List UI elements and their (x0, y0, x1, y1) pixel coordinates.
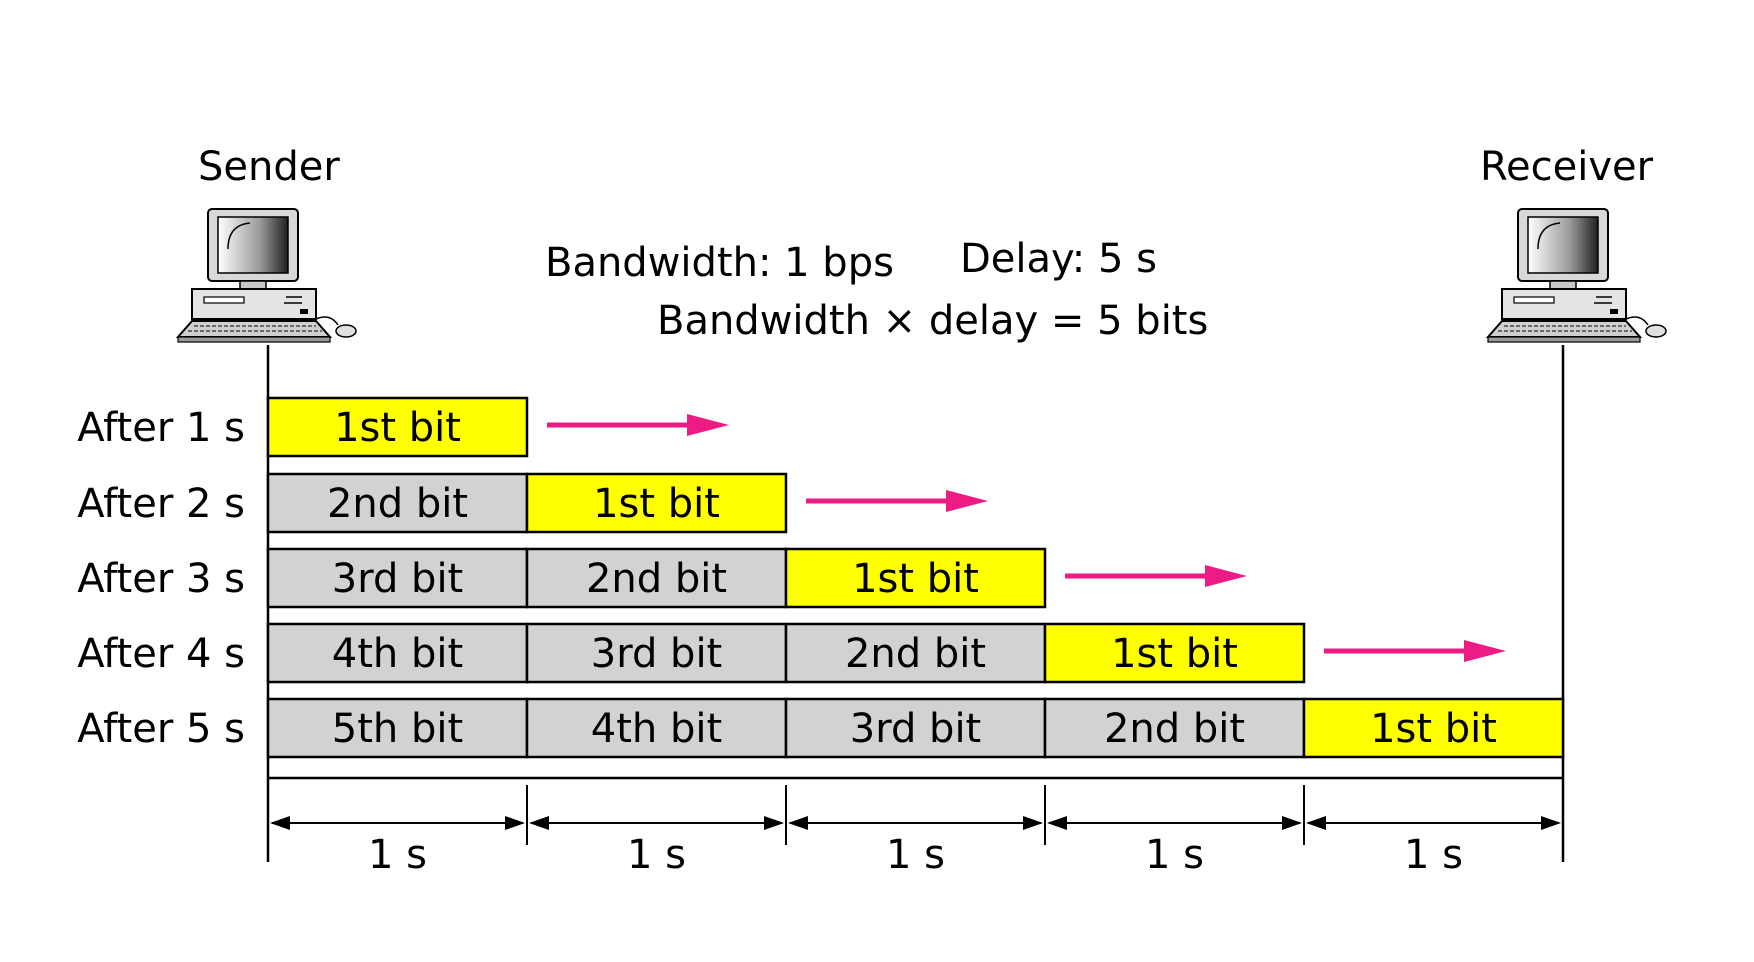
bit-cell (784, 622, 1047, 684)
bit-row: After 1 s 1st bit (77, 396, 529, 458)
time-segment: 1 s (785, 785, 1043, 878)
bit-cell (266, 622, 529, 684)
leading-bit-cell (525, 472, 788, 534)
bandwidth-delay-product: Bandwidth × delay = 5 bits (657, 298, 1209, 344)
bit-label: 1st bit (852, 556, 979, 602)
time-segment-label: 1 s (1145, 832, 1204, 878)
bit-cell (525, 622, 788, 684)
bit-row: After 2 s 2nd bit 1st bit (77, 472, 788, 534)
delay-label: Delay: 5 s (960, 236, 1157, 282)
bit-label: 5th bit (332, 706, 463, 752)
bit-label: 2nd bit (845, 631, 986, 677)
bit-label: 1st bit (593, 481, 720, 527)
bit-label: 2nd bit (586, 556, 727, 602)
bit-label: 1st bit (1111, 631, 1238, 677)
right-arrow-icon (1065, 565, 1247, 587)
sender-computer-icon (177, 208, 357, 343)
bit-label: 4th bit (332, 631, 463, 677)
receiver-label: Receiver (1480, 144, 1654, 190)
bit-row: After 5 s 5th bit 4th bit 3rd bit 2nd bit 1st… (77, 697, 1565, 759)
time-segment-label: 1 s (886, 832, 945, 878)
time-scale: 1 s 1 s 1 s 1 s 1 s (267, 785, 1564, 878)
bandwidth-label: Bandwidth: 1 bps (545, 240, 894, 286)
leading-bit-cell (266, 396, 529, 458)
row-time-label: After 5 s (77, 706, 245, 752)
bit-label: 4th bit (591, 706, 722, 752)
time-segment: 1 s (267, 785, 525, 878)
leading-bit-cell (1302, 697, 1565, 759)
time-segment-label: 1 s (368, 832, 427, 878)
receiver-computer-icon (1487, 208, 1667, 343)
row-time-label: After 3 s (77, 556, 245, 602)
bit-label: 1st bit (1370, 706, 1497, 752)
bit-cell (266, 472, 529, 534)
bit-label: 3rd bit (850, 706, 981, 752)
leading-bit-cell (784, 547, 1047, 609)
bit-label: 3rd bit (332, 556, 463, 602)
time-segment: 1 s (1044, 785, 1302, 878)
right-arrow-icon (547, 414, 729, 436)
propagation-arrows (547, 414, 1506, 662)
row-time-label: After 4 s (77, 631, 245, 677)
bit-row: After 3 s 3rd bit 2nd bit 1st bit (77, 547, 1047, 609)
bit-cell (266, 547, 529, 609)
sender-label: Sender (198, 144, 340, 190)
bit-label: 1st bit (334, 405, 461, 451)
time-segment: 1 s (1303, 785, 1561, 878)
bit-label: 3rd bit (591, 631, 722, 677)
right-arrow-icon (806, 490, 988, 512)
time-segment: 1 s (526, 785, 784, 878)
right-arrow-icon (1324, 640, 1506, 662)
time-segment-label: 1 s (627, 832, 686, 878)
bit-label: 2nd bit (1104, 706, 1245, 752)
bit-cell (525, 697, 788, 759)
leading-bit-cell (1043, 622, 1306, 684)
bit-label: 2nd bit (327, 481, 468, 527)
row-time-label: After 2 s (77, 481, 245, 527)
bit-row: After 4 s 4th bit 3rd bit 2nd bit 1st bit (77, 622, 1306, 684)
row-time-label: After 1 s (77, 405, 245, 451)
bit-cell (1043, 697, 1306, 759)
time-segment-label: 1 s (1404, 832, 1463, 878)
